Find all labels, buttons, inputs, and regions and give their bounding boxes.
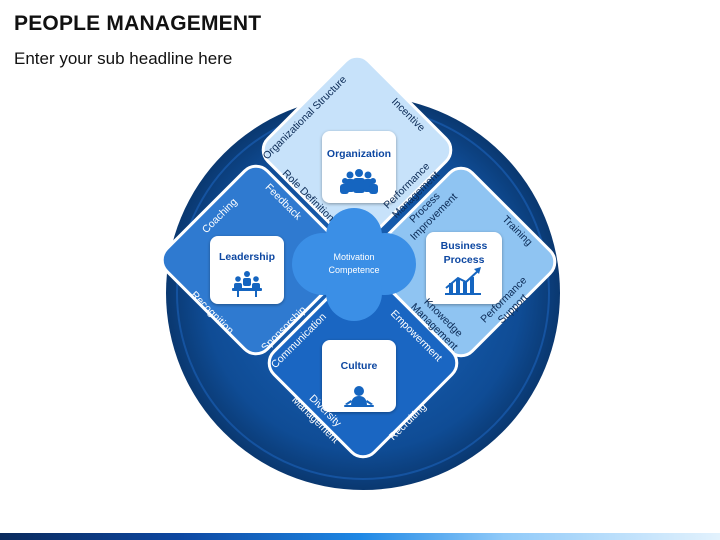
page-subtitle: Enter your sub headline here xyxy=(14,49,233,68)
business-process-card: Business Process xyxy=(426,232,502,304)
center-label-motivation: Motivation xyxy=(333,252,374,262)
meeting-icon xyxy=(232,271,262,297)
growth-chart-icon xyxy=(445,267,481,295)
leadership-card: Leadership xyxy=(210,236,284,304)
leadership-title: Leadership xyxy=(219,251,275,263)
culture-title: Culture xyxy=(341,360,378,372)
culture-card: Culture xyxy=(322,340,396,412)
person-icon xyxy=(344,386,374,407)
business-process-title-2: Process xyxy=(444,254,485,266)
organization-title: Organization xyxy=(327,148,391,160)
center-label-competence: Competence xyxy=(328,265,379,275)
team-icon xyxy=(340,169,378,194)
bottom-accent-bar xyxy=(0,533,720,540)
page-title: PEOPLE MANAGEMENT xyxy=(14,12,262,35)
business-process-title-1: Business xyxy=(441,240,488,252)
organization-card: Organization xyxy=(322,131,396,203)
center-blob xyxy=(292,208,416,321)
